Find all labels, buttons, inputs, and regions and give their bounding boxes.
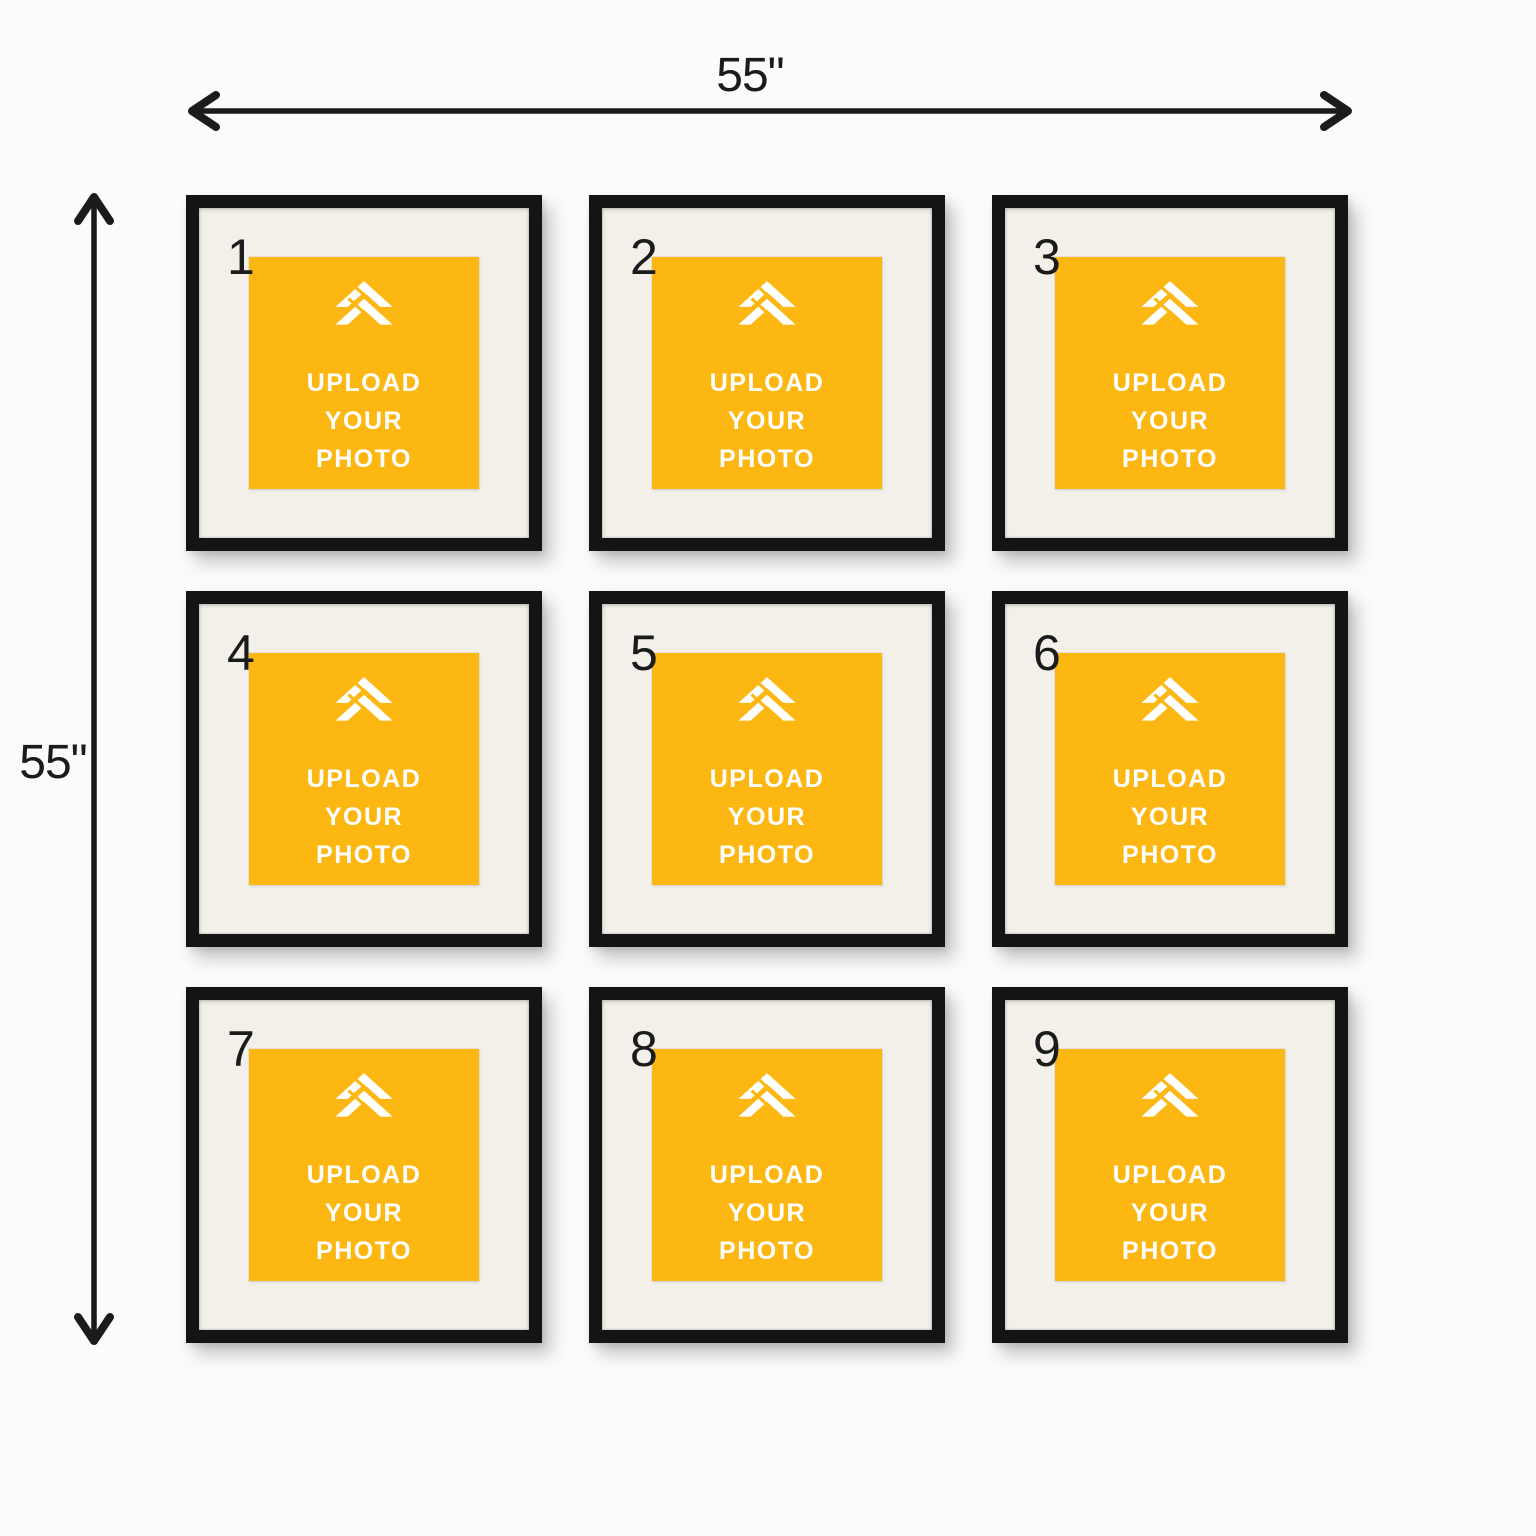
upload-photo-placeholder[interactable]: UPLOAD YOUR PHOTO [1055, 257, 1285, 489]
frames-grid: 1 UPLOAD YOUR PHOTO 2 UPLOAD [186, 195, 1348, 1343]
caption-line: PHOTO [1122, 841, 1218, 869]
photo-frame: 6 UPLOAD YOUR PHOTO [992, 591, 1348, 947]
caption-line: UPLOAD [709, 765, 825, 793]
upload-photo-placeholder[interactable]: UPLOAD YOUR PHOTO [652, 1049, 882, 1281]
caption-line: PHOTO [1122, 1237, 1218, 1265]
frame-number: 8 [630, 1021, 658, 1077]
caption-line: PHOTO [316, 841, 412, 869]
frame-number: 2 [630, 229, 658, 285]
frame-mat: 7 UPLOAD YOUR PHOTO [199, 1000, 529, 1330]
upload-caption: UPLOAD YOUR PHOTO [710, 364, 825, 478]
upload-caption: UPLOAD YOUR PHOTO [307, 760, 422, 874]
photo-frame: 3 UPLOAD YOUR PHOTO [992, 195, 1348, 551]
caption-line: YOUR [324, 1199, 404, 1227]
caption-line: PHOTO [719, 1237, 815, 1265]
caption-line: UPLOAD [1112, 369, 1228, 397]
arrow-left-head [188, 91, 220, 131]
frame-mat: 5 UPLOAD YOUR PHOTO [602, 604, 932, 934]
frame-number: 9 [1033, 1021, 1061, 1077]
caption-line: YOUR [324, 803, 404, 831]
photo-frame: 8 UPLOAD YOUR PHOTO [589, 987, 945, 1343]
upload-caption: UPLOAD YOUR PHOTO [307, 364, 422, 478]
upload-caption: UPLOAD YOUR PHOTO [307, 1156, 422, 1270]
upload-photo-placeholder[interactable]: UPLOAD YOUR PHOTO [249, 1049, 479, 1281]
upload-photo-placeholder[interactable]: UPLOAD YOUR PHOTO [652, 653, 882, 885]
frame-number: 4 [227, 625, 255, 681]
caption-line: YOUR [1130, 803, 1210, 831]
upload-icon [733, 277, 801, 330]
upload-icon [1136, 673, 1204, 726]
height-dimension-label: 55" [19, 736, 87, 789]
caption-line: YOUR [727, 1199, 807, 1227]
frame-number: 1 [227, 229, 255, 285]
width-dimension-label: 55" [716, 49, 784, 102]
upload-icon [330, 1069, 398, 1122]
frame-mat: 1 UPLOAD YOUR PHOTO [199, 208, 529, 538]
frame-mat: 9 UPLOAD YOUR PHOTO [1005, 1000, 1335, 1330]
frame-mat: 3 UPLOAD YOUR PHOTO [1005, 208, 1335, 538]
upload-caption: UPLOAD YOUR PHOTO [710, 1156, 825, 1270]
caption-line: YOUR [727, 407, 807, 435]
frame-mat: 8 UPLOAD YOUR PHOTO [602, 1000, 932, 1330]
caption-line: YOUR [324, 407, 404, 435]
arrow-right-head [1320, 91, 1352, 131]
upload-photo-placeholder[interactable]: UPLOAD YOUR PHOTO [249, 257, 479, 489]
upload-icon [1136, 1069, 1204, 1122]
frame-number: 6 [1033, 625, 1061, 681]
caption-line: UPLOAD [1112, 1161, 1228, 1189]
upload-icon [733, 1069, 801, 1122]
photo-frame: 5 UPLOAD YOUR PHOTO [589, 591, 945, 947]
width-dimension-arrow [188, 91, 1352, 131]
caption-line: PHOTO [316, 1237, 412, 1265]
photo-frame: 7 UPLOAD YOUR PHOTO [186, 987, 542, 1343]
arrow-bottom-head [74, 1313, 114, 1345]
upload-icon [330, 673, 398, 726]
caption-line: PHOTO [719, 445, 815, 473]
frame-mat: 4 UPLOAD YOUR PHOTO [199, 604, 529, 934]
caption-line: PHOTO [1122, 445, 1218, 473]
frame-number: 7 [227, 1021, 255, 1077]
caption-line: PHOTO [316, 445, 412, 473]
frame-number: 5 [630, 625, 658, 681]
upload-caption: UPLOAD YOUR PHOTO [1113, 760, 1228, 874]
upload-photo-placeholder[interactable]: UPLOAD YOUR PHOTO [1055, 653, 1285, 885]
upload-photo-placeholder[interactable]: UPLOAD YOUR PHOTO [249, 653, 479, 885]
upload-icon [733, 673, 801, 726]
caption-line: UPLOAD [306, 369, 422, 397]
caption-line: UPLOAD [709, 369, 825, 397]
upload-caption: UPLOAD YOUR PHOTO [1113, 364, 1228, 478]
photo-frame: 9 UPLOAD YOUR PHOTO [992, 987, 1348, 1343]
caption-line: UPLOAD [709, 1161, 825, 1189]
photo-frame: 4 UPLOAD YOUR PHOTO [186, 591, 542, 947]
caption-line: UPLOAD [306, 1161, 422, 1189]
caption-line: PHOTO [719, 841, 815, 869]
caption-line: YOUR [1130, 1199, 1210, 1227]
photo-frame: 2 UPLOAD YOUR PHOTO [589, 195, 945, 551]
caption-line: YOUR [1130, 407, 1210, 435]
arrow-top-head [74, 193, 114, 225]
upload-caption: UPLOAD YOUR PHOTO [1113, 1156, 1228, 1270]
height-dimension-arrow [74, 193, 114, 1345]
photo-frame: 1 UPLOAD YOUR PHOTO [186, 195, 542, 551]
frame-number: 3 [1033, 229, 1061, 285]
upload-photo-placeholder[interactable]: UPLOAD YOUR PHOTO [652, 257, 882, 489]
upload-icon [1136, 277, 1204, 330]
upload-photo-placeholder[interactable]: UPLOAD YOUR PHOTO [1055, 1049, 1285, 1281]
caption-line: UPLOAD [306, 765, 422, 793]
frame-mat: 2 UPLOAD YOUR PHOTO [602, 208, 932, 538]
frame-mat: 6 UPLOAD YOUR PHOTO [1005, 604, 1335, 934]
upload-caption: UPLOAD YOUR PHOTO [710, 760, 825, 874]
caption-line: YOUR [727, 803, 807, 831]
upload-icon [330, 277, 398, 330]
caption-line: UPLOAD [1112, 765, 1228, 793]
